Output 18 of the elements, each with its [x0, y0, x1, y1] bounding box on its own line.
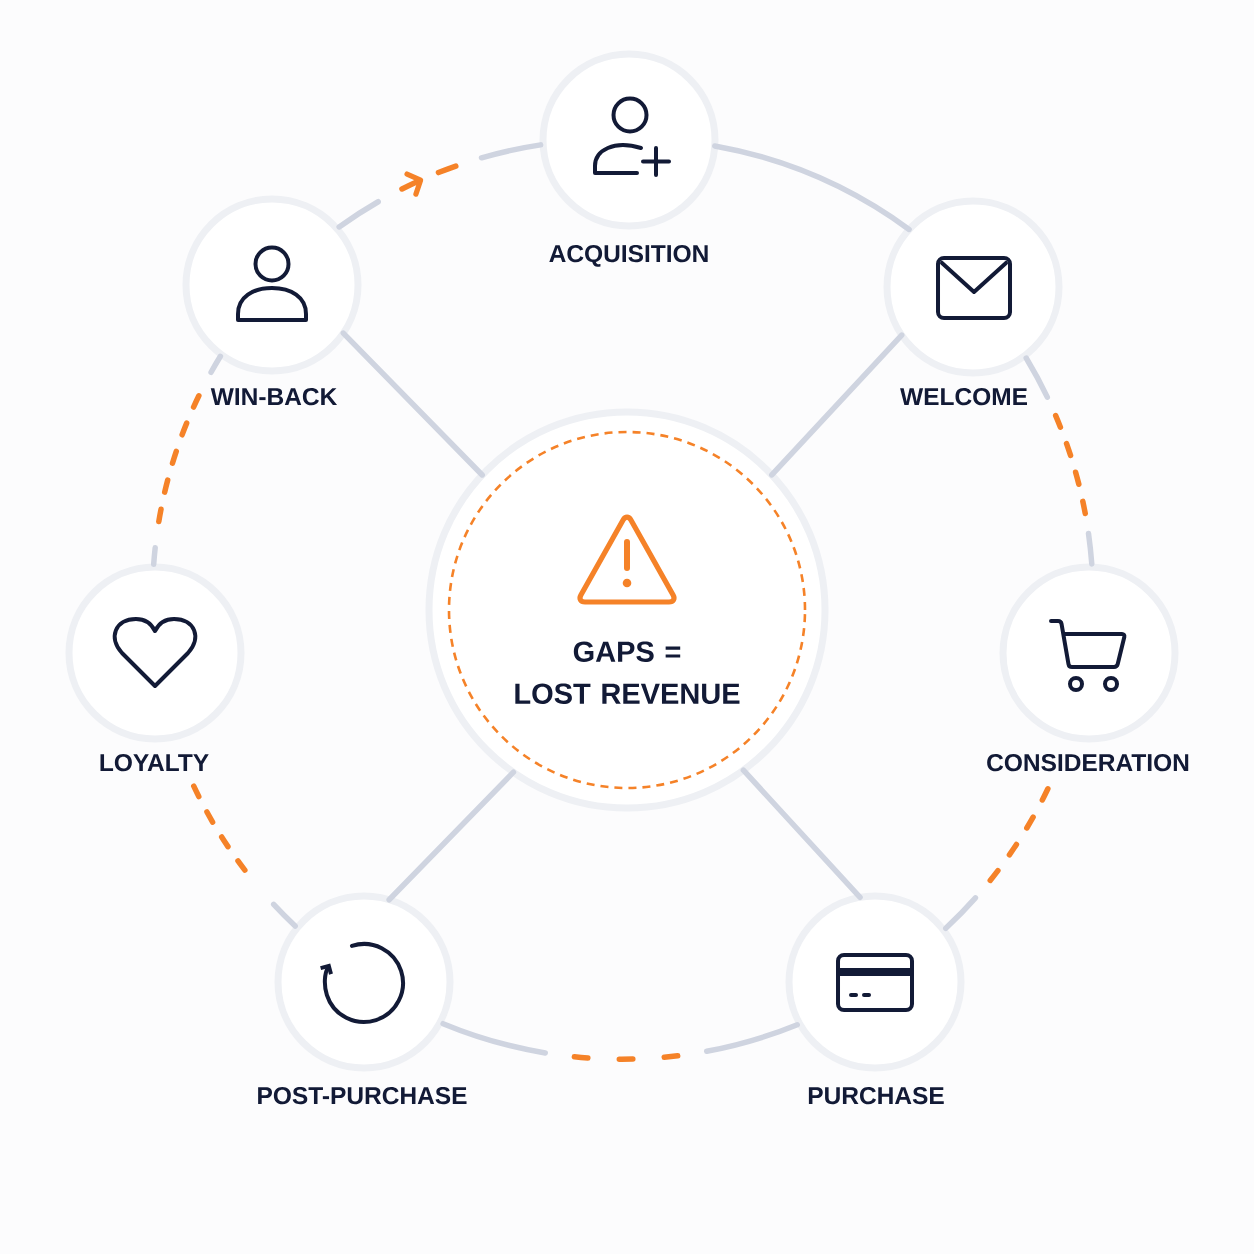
spoke-line — [769, 332, 905, 478]
stage-label: POST-PURCHASE — [258, 1086, 467, 1105]
stage-label: ACQUISITION — [549, 244, 708, 267]
dashed-arc — [940, 783, 1052, 933]
dashed-arc — [150, 351, 225, 570]
dashed-arc — [190, 781, 300, 931]
stage-label: CONSIDERATION — [987, 753, 1189, 772]
spoke-line — [740, 767, 863, 901]
spoke-line — [340, 330, 485, 478]
stage-label: WELCOME — [900, 387, 1027, 406]
dashed-arc — [1022, 352, 1095, 570]
spoke-line — [386, 769, 517, 903]
arc-line — [712, 143, 912, 233]
stage-label: LOYALTY — [100, 753, 209, 772]
dashed-arc — [437, 1019, 803, 1062]
stage-label: PURCHASE — [808, 1086, 944, 1105]
stage-label: WIN-BACK — [210, 387, 338, 406]
center-heading: GAPS = LOST REVENUE — [515, 641, 740, 704]
